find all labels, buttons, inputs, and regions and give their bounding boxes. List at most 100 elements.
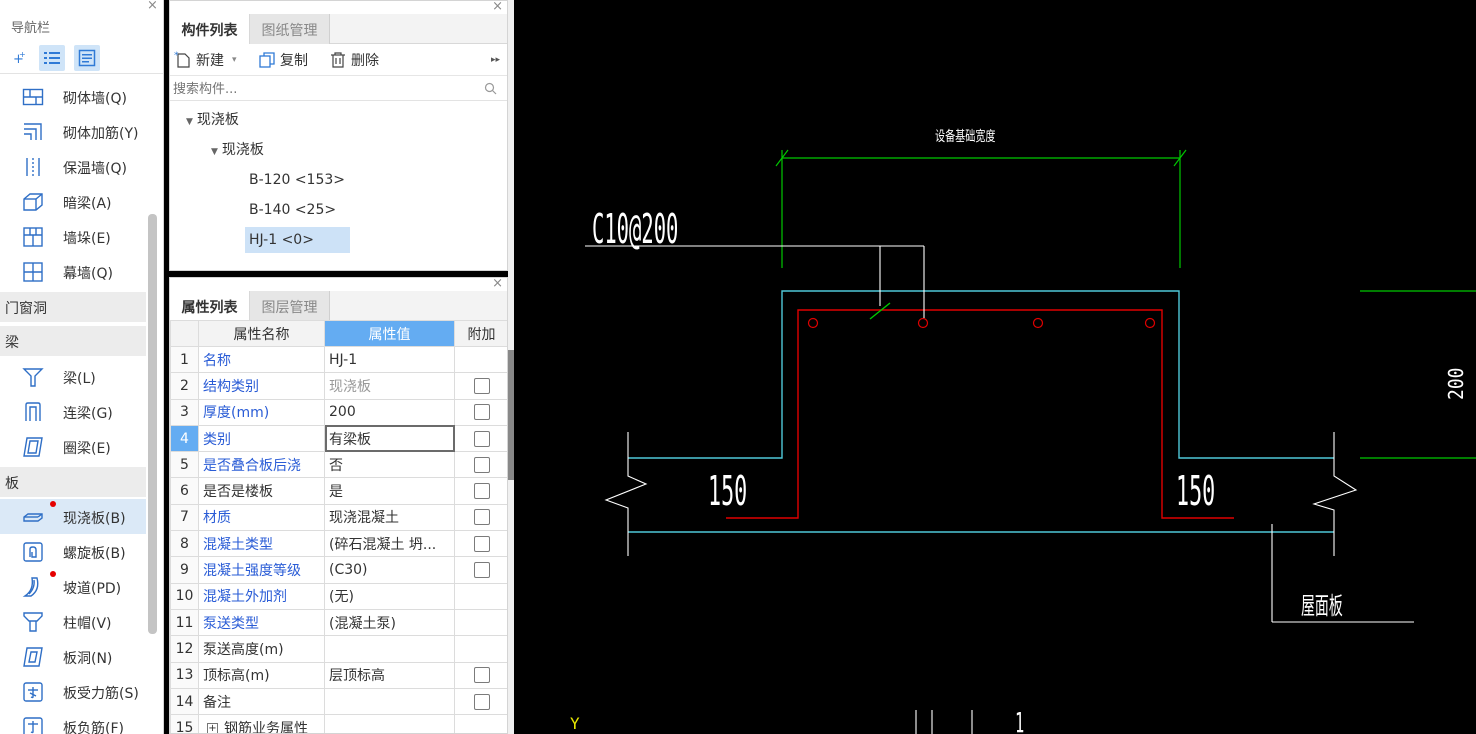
nav-item-masonry-rebar[interactable]: 砌体加筋(Y): [0, 114, 146, 149]
table-row[interactable]: 9 混凝土强度等级 (C30): [170, 556, 507, 584]
table-row[interactable]: 8 混凝土类型 (碎石混凝土 坍...: [170, 530, 507, 558]
collapse-arrow-icon[interactable]: ▼: [186, 117, 193, 127]
extra-checkbox[interactable]: [473, 483, 490, 500]
search-input[interactable]: [173, 79, 473, 99]
nav-item-spiral-slab[interactable]: 螺旋板(B): [0, 534, 146, 569]
property-panel-close-icon[interactable]: ×: [492, 277, 503, 291]
table-row[interactable]: 2 结构类别 现浇板: [170, 372, 507, 400]
extra-checkbox[interactable]: [473, 535, 490, 552]
table-row[interactable]: 1 名称 HJ-1: [170, 345, 507, 374]
tree-leaf-b140[interactable]: B-140 <25>: [249, 202, 337, 218]
table-row[interactable]: 12 泵送高度(m): [170, 635, 507, 663]
nav-item-beam[interactable]: 梁(L): [0, 359, 146, 394]
property-value-editor[interactable]: 有梁板: [324, 424, 455, 453]
table-row[interactable]: 14 备注: [170, 687, 507, 716]
property-value[interactable]: 200: [324, 398, 455, 426]
property-name-group[interactable]: +钢筋业务属性: [198, 714, 325, 734]
header-property-value[interactable]: 属性值: [324, 320, 455, 347]
header-property-name[interactable]: 属性名称: [198, 320, 325, 347]
nav-item-insulation-wall[interactable]: 保温墙(Q): [0, 149, 146, 184]
nav-scrollbar[interactable]: [148, 214, 157, 634]
panel-splitter[interactable]: [508, 0, 514, 734]
nav-category-beam[interactable]: 梁: [0, 326, 146, 356]
new-button[interactable]: * 新建 ▾: [174, 49, 237, 71]
tree-leaf-b120[interactable]: B-120 <153>: [249, 172, 346, 188]
nav-item-column-cap[interactable]: 柱帽(V): [0, 604, 146, 639]
nav-toolbar: ++: [0, 40, 163, 74]
property-value[interactable]: 是: [324, 477, 455, 505]
nav-item-ring-beam[interactable]: 圈梁(E): [0, 429, 146, 464]
nav-list-view-icon[interactable]: [39, 45, 65, 71]
extra-checkbox[interactable]: [473, 456, 490, 473]
property-value[interactable]: 否: [324, 451, 455, 479]
property-name: 备注: [198, 687, 325, 716]
extra-checkbox[interactable]: [473, 667, 490, 684]
nav-item-cast-slab[interactable]: 现浇板(B): [0, 499, 146, 534]
extra-checkbox[interactable]: [473, 693, 490, 710]
extra-checkbox[interactable]: [473, 509, 490, 526]
property-value[interactable]: (C30): [324, 556, 455, 584]
table-row[interactable]: 13 顶标高(m) 层顶标高: [170, 661, 507, 689]
nav-item-label: 板负筋(F): [63, 721, 124, 734]
delete-button[interactable]: 删除: [329, 49, 379, 71]
nav-detail-view-icon[interactable]: [74, 45, 100, 71]
nav-item-curtain-wall[interactable]: 幕墙(Q): [0, 254, 146, 289]
nav-item-masonry-wall[interactable]: 砌体墙(Q): [0, 79, 146, 114]
nav-item-wall-pier[interactable]: 墙垛(E): [0, 219, 146, 254]
nav-item-hidden-beam[interactable]: 暗梁(A): [0, 184, 146, 219]
property-value[interactable]: 层顶标高: [324, 661, 455, 689]
nav-add-icon[interactable]: ++: [6, 45, 32, 71]
cad-drawing-canvas[interactable]: 设备基础宽度 C10@200 150 150 200 屋面板 Y 1: [514, 0, 1476, 734]
property-value[interactable]: HJ-1: [324, 345, 455, 374]
row-number: 4: [170, 424, 199, 453]
nav-close-icon[interactable]: ×: [147, 0, 158, 13]
collapse-arrow-icon[interactable]: ▼: [211, 147, 218, 157]
table-row[interactable]: 3 厚度(mm) 200: [170, 398, 507, 426]
new-dropdown-icon[interactable]: ▾: [232, 55, 237, 65]
property-value[interactable]: [324, 635, 455, 663]
nav-item-coupling-beam[interactable]: 连梁(G): [0, 394, 146, 429]
nav-item-label: 墙垛(E): [63, 231, 111, 247]
extra-checkbox[interactable]: [473, 377, 490, 394]
curtain-wall-icon: [23, 262, 43, 282]
splitter-grip[interactable]: [508, 350, 514, 480]
table-row[interactable]: 4 类别 有梁板: [170, 424, 507, 453]
table-row[interactable]: 11 泵送类型 (混凝土泵): [170, 608, 507, 637]
nav-item-slab-negative-rebar[interactable]: 板负筋(F): [0, 709, 146, 734]
property-value[interactable]: (混凝土泵): [324, 608, 455, 637]
nav-item-slab-hole[interactable]: 板洞(N): [0, 639, 146, 674]
property-value[interactable]: (无): [324, 582, 455, 610]
property-value[interactable]: 现浇混凝土: [324, 503, 455, 532]
nav-item-slab-main-rebar[interactable]: 板受力筋(S): [0, 674, 146, 709]
tab-component-list[interactable]: 构件列表: [170, 14, 250, 44]
tree-node-cast-slab-root[interactable]: ▼现浇板: [186, 108, 239, 132]
extra-cell: [454, 714, 507, 733]
tree-leaf-hj1[interactable]: HJ-1 <0>: [245, 227, 350, 253]
nav-title-bar: 导航栏 ×: [0, 0, 163, 40]
nav-category-doors-windows[interactable]: 门窗洞: [0, 292, 146, 322]
cad-roof-label: 屋面板: [1301, 592, 1343, 620]
table-row[interactable]: 5 是否叠合板后浇 否: [170, 451, 507, 479]
property-value[interactable]: [324, 687, 455, 716]
nav-category-slab[interactable]: 板: [0, 467, 146, 497]
table-row[interactable]: 7 材质 现浇混凝土: [170, 503, 507, 532]
header-extra[interactable]: 附加: [454, 320, 507, 347]
tab-drawing-management[interactable]: 图纸管理: [250, 14, 330, 44]
extra-checkbox[interactable]: [473, 404, 490, 421]
table-row[interactable]: 15 +钢筋业务属性: [170, 714, 507, 734]
search-icon[interactable]: [484, 82, 497, 95]
more-tools-button[interactable]: ▸▸: [491, 55, 501, 65]
property-value[interactable]: (碎石混凝土 坍...: [324, 530, 455, 558]
tab-layer-management[interactable]: 图层管理: [250, 291, 330, 321]
component-panel-close-icon[interactable]: ×: [492, 0, 503, 14]
expand-plus-icon[interactable]: +: [207, 723, 218, 734]
component-search: [170, 77, 507, 101]
table-row[interactable]: 6 是否是楼板 是: [170, 477, 507, 505]
extra-checkbox[interactable]: [473, 430, 490, 447]
copy-button[interactable]: 复制: [258, 49, 308, 71]
table-row[interactable]: 10 混凝土外加剂 (无): [170, 582, 507, 610]
nav-item-ramp[interactable]: 坡道(PD): [0, 569, 146, 604]
tab-property-list[interactable]: 属性列表: [170, 291, 250, 321]
tree-node-cast-slab-child[interactable]: ▼现浇板: [211, 138, 264, 162]
extra-checkbox[interactable]: [473, 562, 490, 579]
